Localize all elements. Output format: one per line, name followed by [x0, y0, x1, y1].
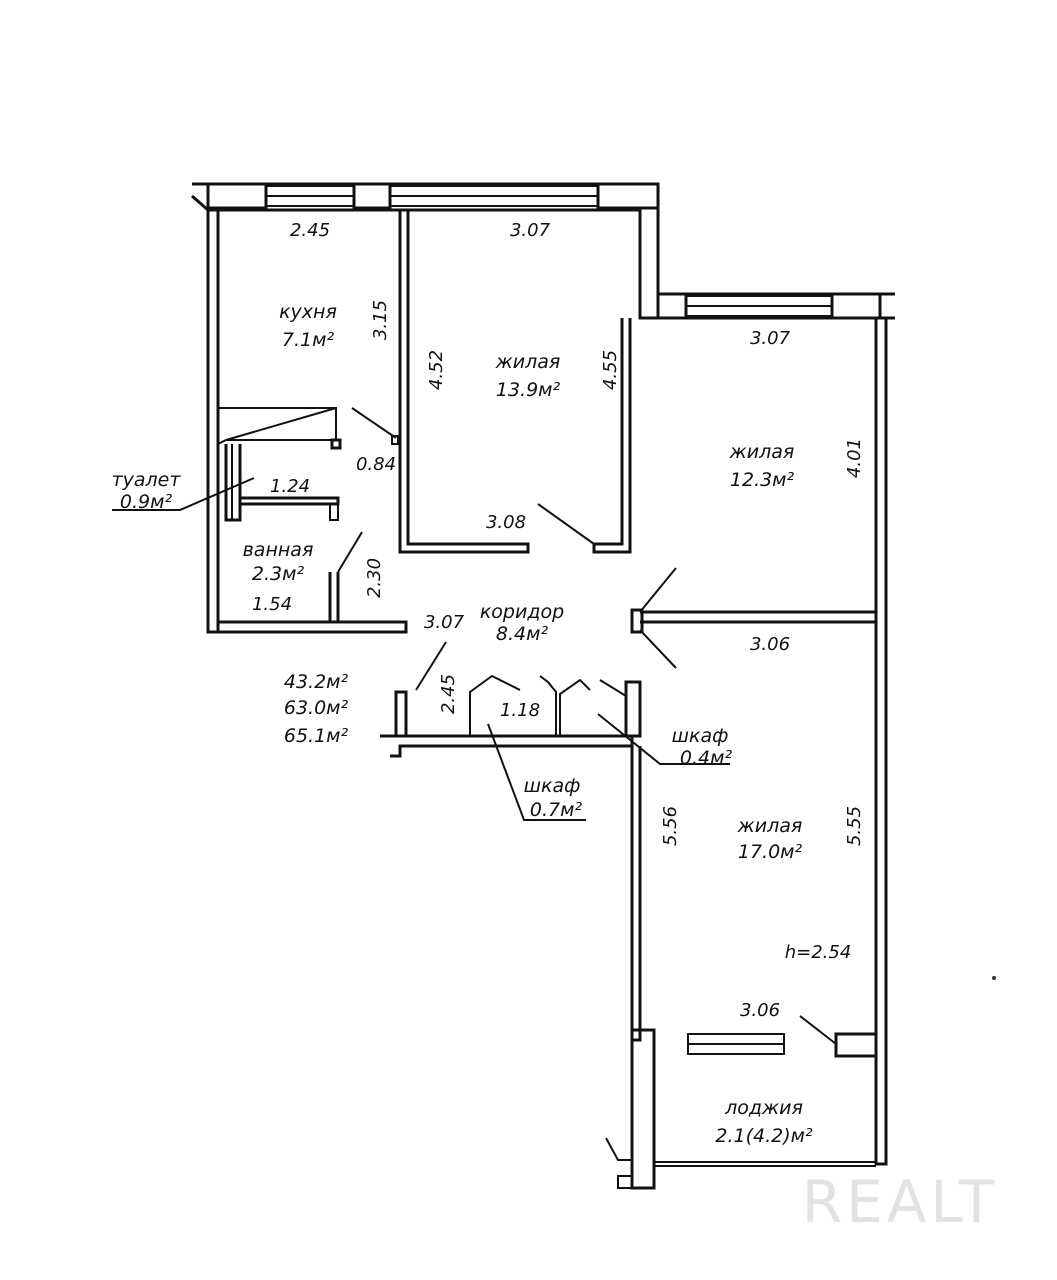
dim-living3-right: 5.55 — [844, 806, 865, 846]
dim-kitchen-depth: 3.15 — [370, 300, 391, 340]
living2-area: 12.3м² — [730, 469, 795, 491]
toilet-area: 0.9м² — [120, 491, 173, 513]
kitchen-name: кухня — [279, 301, 337, 323]
dim-closet-width: 1.18 — [500, 700, 540, 721]
dim-living3-width: 3.06 — [750, 634, 790, 655]
living-area-total: 43.2м² — [284, 671, 349, 693]
room-labels: кухня 7.1м² жилая 13.9м² жилая 12.3м² ту… — [112, 301, 813, 1147]
corridor-area: 8.4м² — [496, 623, 549, 645]
toilet-name: туалет — [112, 469, 182, 491]
dimensions: 2.45 3.15 3.07 4.52 4.55 3.08 3.07 4.01 … — [252, 220, 865, 1021]
dim-living1-left: 4.52 — [426, 350, 447, 390]
dim-living3-left: 5.56 — [660, 806, 681, 846]
speck — [992, 976, 996, 980]
leader-lines — [112, 477, 730, 821]
dim-bath-width: 1.54 — [252, 594, 292, 615]
dim-living2-depth: 4.01 — [844, 438, 865, 478]
closet1-name: шкаф — [672, 725, 729, 747]
dim-door-width: 0.84 — [356, 454, 396, 475]
dim-corridor-depth: 2.45 — [438, 674, 459, 714]
bath-area: 2.3м² — [252, 563, 305, 585]
living1-area: 13.9м² — [496, 379, 561, 401]
dim-living3-bottom: 3.06 — [740, 1000, 780, 1021]
walls — [191, 182, 895, 1190]
kitchen-area: 7.1м² — [282, 329, 335, 351]
bath-name: ванная — [243, 539, 314, 561]
total-area: 63.0м² — [284, 697, 349, 719]
ceiling-height: h=2.54 — [785, 942, 852, 963]
dim-bath-height: 2.30 — [364, 558, 385, 598]
loggia-name: лоджия — [724, 1097, 803, 1119]
dim-corridor-width: 3.07 — [424, 612, 465, 633]
corridor-name: коридор — [480, 601, 564, 623]
dim-toilet-width: 1.24 — [270, 476, 310, 497]
total-area-with-loggia: 65.1м² — [284, 725, 349, 747]
living3-name: жилая — [737, 815, 803, 837]
closet2-area: 0.7м² — [530, 799, 583, 821]
loggia-area: 2.1(4.2)м² — [715, 1125, 813, 1147]
closet2-name: шкаф — [524, 775, 581, 797]
dim-living1-width: 3.07 — [510, 220, 551, 241]
dim-living2-width: 3.07 — [750, 328, 791, 349]
living3-area: 17.0м² — [738, 841, 803, 863]
watermark-logo: REALT — [802, 1168, 998, 1236]
dim-living1-right: 4.55 — [600, 350, 621, 390]
closet1-area: 0.4м² — [680, 747, 733, 769]
dim-kitchen-width: 2.45 — [290, 220, 330, 241]
dim-living1-bottom: 3.08 — [486, 512, 526, 533]
living2-name: жилая — [729, 441, 795, 463]
living1-name: жилая — [495, 351, 561, 373]
area-totals: 43.2м² 63.0м² 65.1м² — [284, 671, 349, 747]
